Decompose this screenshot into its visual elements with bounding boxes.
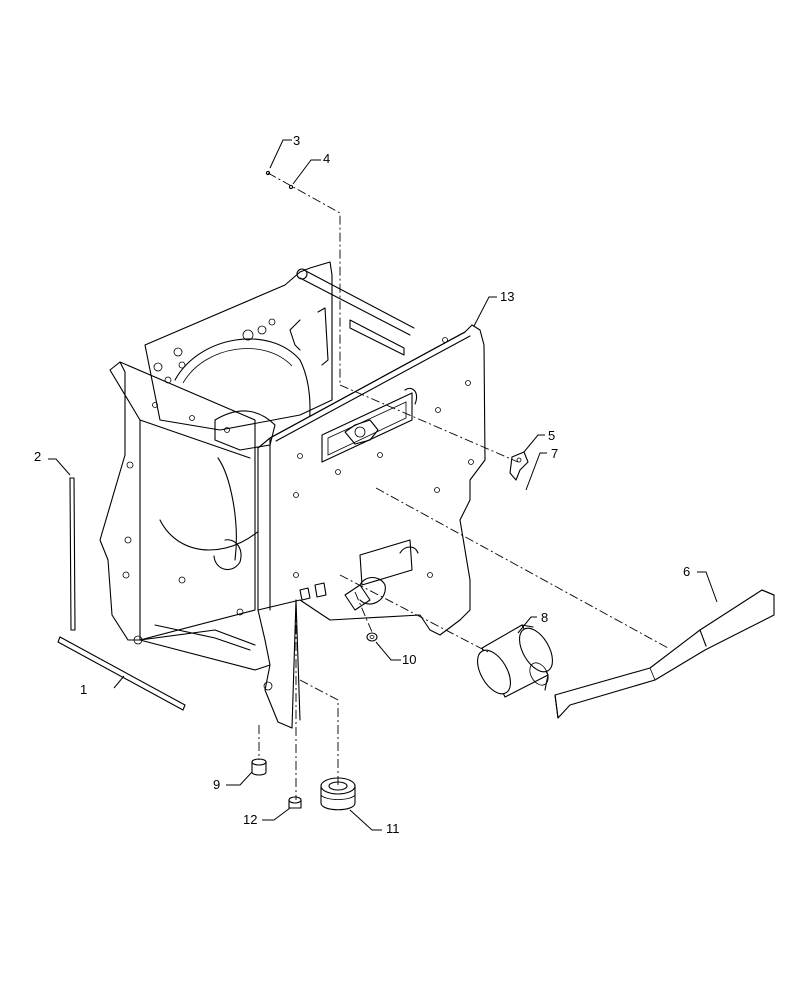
callout-6: 6 [683,564,690,579]
part-11-grommet [320,777,356,811]
part-2-vertical-strip [69,477,76,631]
callout-9: 9 [213,777,220,792]
callout-11: 11 [386,821,400,836]
part-3-4-fasteners [265,170,294,190]
callout-5: 5 [548,428,555,443]
part-12-nut [288,796,302,809]
callout-2: 2 [34,449,41,464]
part-5-7-clip [509,451,529,481]
main-frame-assembly [99,261,486,729]
callout-10: 10 [402,652,416,667]
part-8-cylinder [476,624,554,698]
callout-12: 12 [243,812,257,827]
center-lines [258,172,669,800]
part-1-diagonal-strip [57,636,186,711]
part-9-cap [251,758,267,776]
callout-13: 13 [500,289,514,304]
callout-4: 4 [323,151,330,166]
callout-1: 1 [80,682,87,697]
callout-3: 3 [293,133,300,148]
part-6-foam-strip [554,589,775,719]
callouts: 1 2 3 4 5 6 7 8 9 10 11 12 13 [34,133,718,836]
callout-7: 7 [551,446,558,461]
callout-8: 8 [541,610,548,625]
part-10-ring [366,632,378,642]
